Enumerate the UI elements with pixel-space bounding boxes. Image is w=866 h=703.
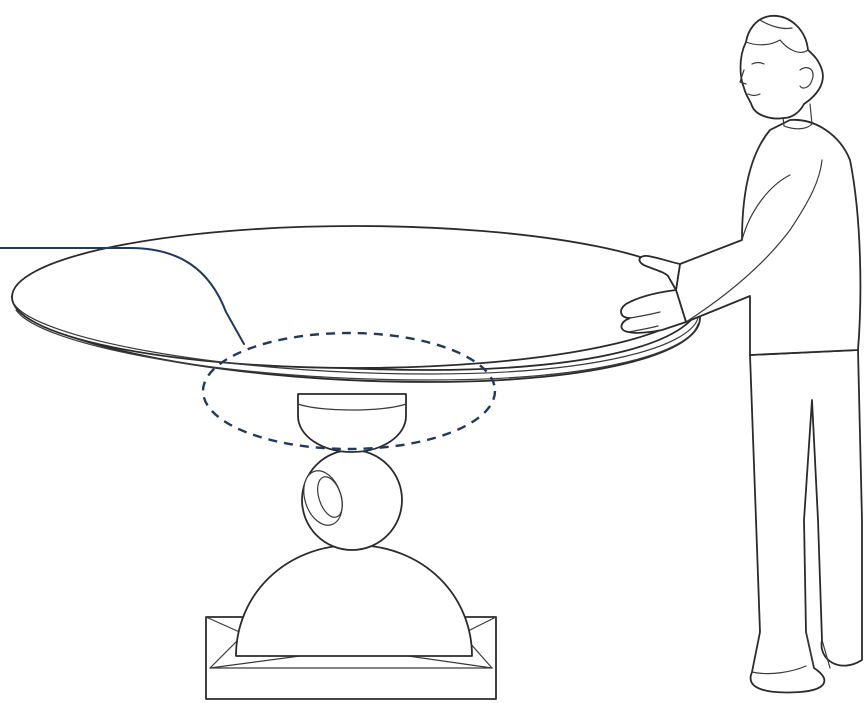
table-dome xyxy=(235,544,473,657)
table-cup xyxy=(297,393,407,453)
highlight-dashed-ellipse xyxy=(201,331,497,451)
table-top xyxy=(11,225,701,383)
person-figure xyxy=(620,15,863,694)
table-sphere xyxy=(301,449,403,551)
callout-leader-line xyxy=(0,247,245,345)
